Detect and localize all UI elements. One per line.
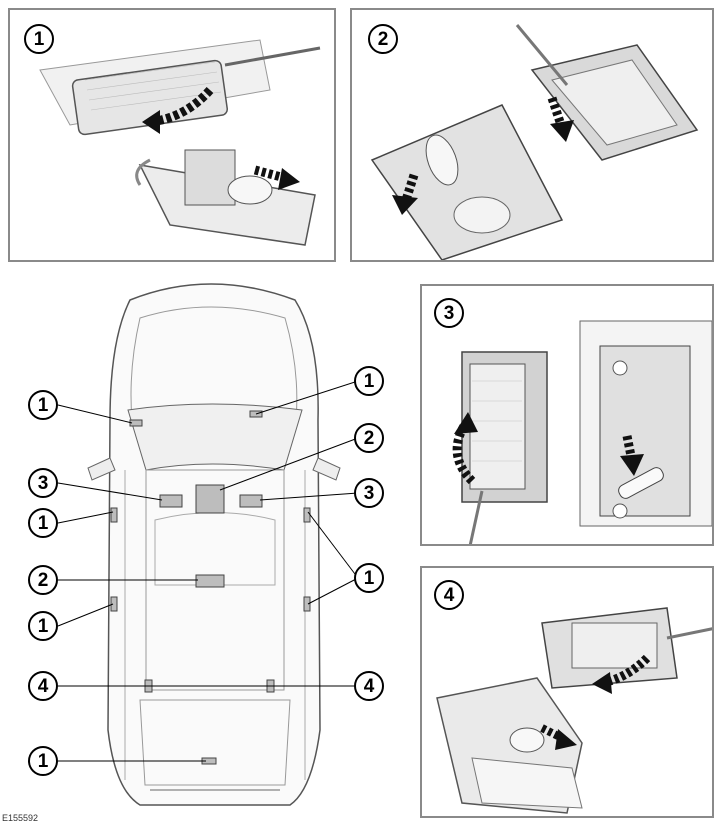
leader-lines: [57, 380, 359, 762]
bulb-arrow: [253, 165, 287, 183]
panel-1-illustration: [39, 39, 321, 246]
vanity-lens: [469, 363, 526, 490]
panel-2-overhead-lamp: 2: [350, 8, 714, 262]
lamp-door-rear-left: [110, 596, 118, 612]
panel-4-illustration: [436, 607, 712, 814]
callout-vanity-lamp-right: 3: [354, 478, 384, 508]
bulb-arrow-2: [401, 173, 419, 202]
callout-vanity-lamp-left: 3: [28, 468, 58, 498]
panel-4-footwell-lamp: 4: [420, 566, 714, 818]
panel-4-number: 4: [434, 580, 464, 610]
callout-overhead-lamp-rear: 2: [28, 565, 58, 595]
lamp-door-front-left: [110, 507, 118, 523]
lens-arrow: [547, 96, 567, 130]
lamp-door-rear-right: [303, 596, 311, 612]
callout-door-lamp-rear-left: 1: [28, 611, 58, 641]
pry-tool: [224, 46, 321, 67]
figure-code: E155592: [2, 813, 39, 823]
callout-overhead-lamp-front: 2: [354, 423, 384, 453]
lens-rotate-arrow: [452, 423, 476, 485]
bulb-2: [425, 134, 459, 186]
panel-3-number: 3: [434, 298, 464, 328]
callout-footwell-lamp-right: 4: [354, 671, 384, 701]
sunroof: [154, 512, 276, 586]
footwell-lens: [571, 622, 658, 669]
windscreen: [127, 403, 303, 471]
callout-door-lamps-right: 1: [354, 563, 384, 593]
callout-footwell-lamp-left: 4: [28, 671, 58, 701]
mirror-right: [312, 457, 341, 481]
callout-front-door-lamp-left: 1: [28, 390, 58, 420]
lamp-overhead-front: [195, 484, 225, 514]
bulb-4: [509, 727, 545, 753]
festoon-bulb: [618, 467, 664, 499]
panel-2-number: 2: [368, 24, 398, 54]
bulb: [227, 175, 273, 205]
lamp-vanity-left: [159, 494, 183, 508]
panel-2-illustration: [370, 24, 699, 260]
panel-3-illustration: [452, 320, 712, 544]
callout-door-lamp-front-left: 1: [28, 508, 58, 538]
callout-front-door-lamp-right: 1: [354, 366, 384, 396]
bulb-arrow-4: [540, 724, 564, 742]
removal-arrow: [149, 86, 214, 127]
pry-tool-2: [515, 24, 569, 86]
panel-1-front-door-lamp: 1: [8, 8, 336, 262]
lamp-door-front-right: [303, 507, 311, 523]
lamp-vanity-right: [239, 494, 263, 508]
panel-3-vanity-lamp: 3: [420, 284, 714, 546]
callout-load-space-lamp: 1: [28, 746, 58, 776]
lamp-overhead-rear: [195, 574, 225, 588]
mirror-left: [87, 457, 116, 481]
panel-1-number: 1: [24, 24, 54, 54]
